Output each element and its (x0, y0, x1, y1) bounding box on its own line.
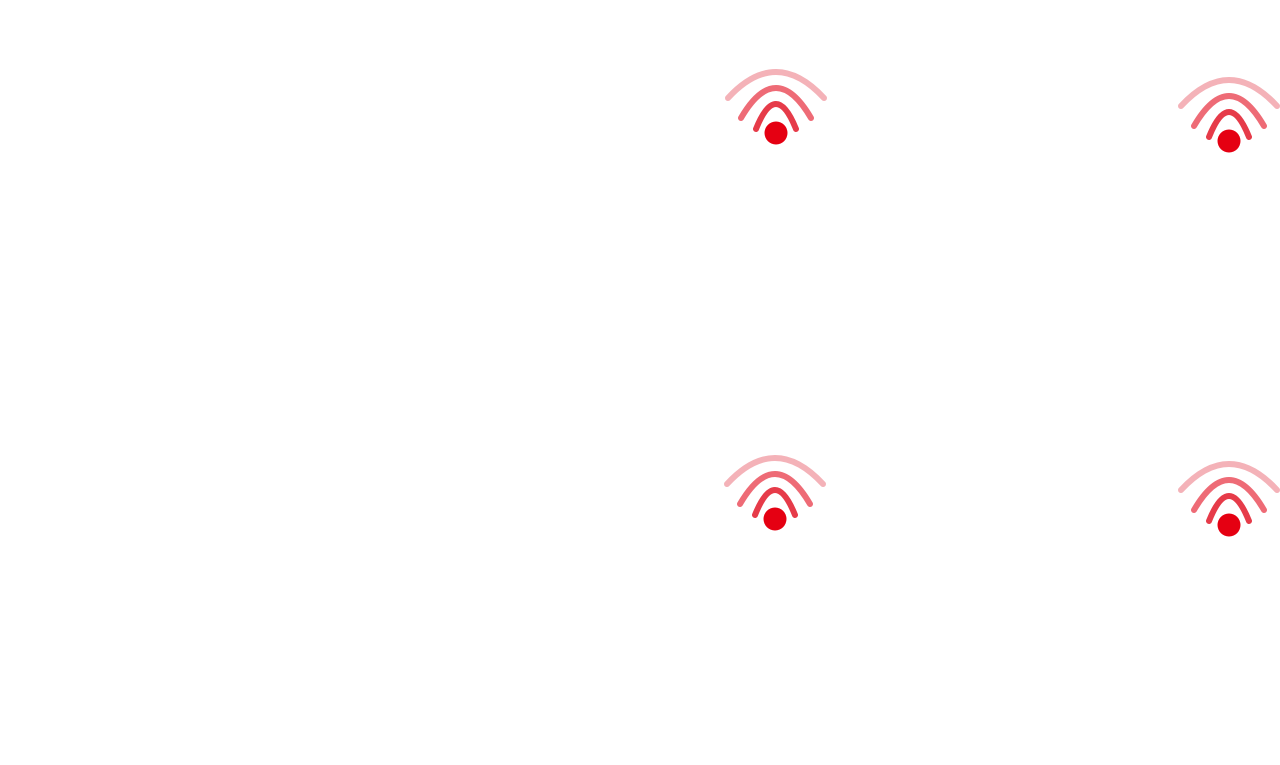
wifi-signal-icon (716, 43, 836, 153)
wifi-signal-icon (1169, 51, 1280, 161)
signal-dot (763, 507, 787, 531)
signal-arc-middle (1191, 93, 1267, 129)
signal-arc-inner (753, 101, 799, 132)
signal-arc-middle (738, 85, 814, 121)
signal-arc-middle (1191, 477, 1267, 513)
signal-arc-middle (737, 471, 813, 507)
signal-arc-outer (725, 69, 827, 101)
wifi-signal-icon (1169, 435, 1280, 545)
signal-dot (764, 121, 788, 145)
signal-arc-outer (1178, 77, 1280, 109)
signal-arc-inner (752, 487, 798, 518)
signal-arc-inner (1206, 493, 1252, 524)
signal-arc-inner (1206, 109, 1252, 140)
signal-dot (1217, 129, 1241, 153)
wifi-signal-icon (715, 429, 835, 539)
signal-dot (1217, 513, 1241, 537)
signal-arc-outer (724, 455, 826, 487)
signal-arc-outer (1178, 461, 1280, 493)
